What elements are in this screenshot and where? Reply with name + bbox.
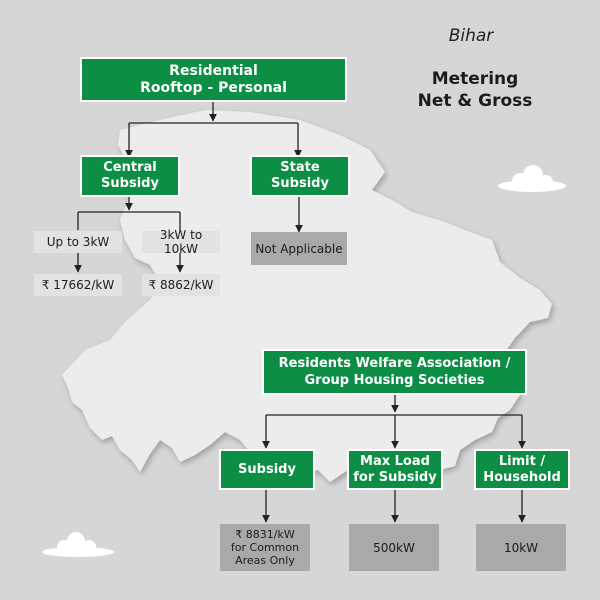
page-title: Metering Net & Gross: [417, 69, 533, 111]
state-subsidy-box: State Subsidy: [250, 155, 350, 197]
rwa-limit-box: Limit / Household: [474, 449, 570, 490]
cloud-icon: [42, 532, 114, 557]
residential-rooftop-box: Residential Rooftop - Personal: [80, 57, 347, 102]
tier-range-label: Up to 3kW: [34, 231, 122, 253]
rwa-max-load-value: 500kW: [349, 524, 439, 571]
rwa-box: Residents Welfare Association / Group Ho…: [262, 349, 527, 395]
state-name: Bihar: [448, 26, 494, 46]
rwa-max-load-box: Max Load for Subsidy: [347, 449, 443, 490]
central-subsidy-box: Central Subsidy: [80, 155, 180, 197]
cloud-icon: [498, 165, 566, 192]
connector-lines: [74, 101, 526, 523]
rwa-subsidy-value: ₹ 8831/kW for Common Areas Only: [220, 524, 310, 571]
state-subsidy-value: Not Applicable: [251, 232, 347, 265]
rwa-subsidy-box: Subsidy: [219, 449, 315, 490]
rwa-limit-value: 10kW: [476, 524, 566, 571]
tier-range-label: 3kW to 10kW: [142, 228, 220, 256]
tier-amount-label: ₹ 17662/kW: [34, 274, 122, 296]
tier-amount-label: ₹ 8862/kW: [142, 274, 220, 296]
